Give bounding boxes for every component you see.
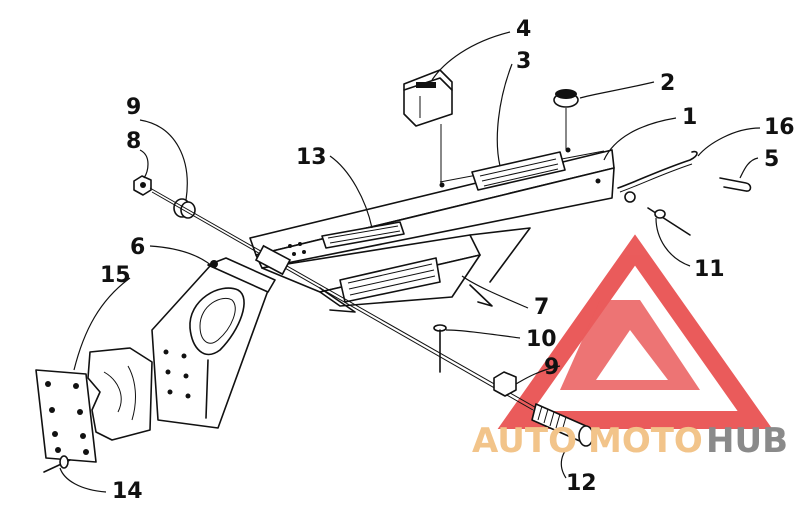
callout-5: 5 — [764, 147, 779, 172]
grommet-part-2 — [553, 89, 579, 150]
callout-11: 11 — [694, 257, 725, 282]
hinge-bracket-part-6 — [151, 257, 276, 429]
nut-part-8 — [133, 175, 152, 196]
wire-part-16 — [617, 150, 698, 203]
rivet-part-10 — [433, 324, 447, 373]
watermark-text: AUTO MOTO HUB — [472, 421, 788, 461]
callout-9-lower: 9 — [544, 355, 559, 380]
callout-9-upper: 9 — [126, 95, 141, 120]
washer-part-9-lower — [493, 371, 517, 397]
watermark-hub: HUB — [706, 421, 788, 461]
callout-3: 3 — [516, 49, 531, 74]
callout-2: 2 — [660, 71, 675, 96]
clip-part-4 — [403, 69, 453, 185]
leader-lines — [59, 31, 761, 493]
callout-4: 4 — [516, 17, 531, 42]
gasket-part-15 — [87, 347, 153, 441]
callout-8: 8 — [126, 129, 141, 154]
shaft-rod — [149, 187, 541, 415]
callout-labels: 4 3 2 1 16 5 11 7 10 9 12 9 8 13 6 15 14 — [100, 17, 795, 504]
callout-15: 15 — [100, 263, 131, 288]
clip-part-5 — [719, 177, 752, 192]
backing-plate-part-15 — [35, 369, 97, 463]
callout-6: 6 — [130, 235, 145, 260]
callout-13: 13 — [296, 145, 327, 170]
watermark-moto: MOTO — [588, 421, 703, 461]
pin-part-11 — [647, 207, 691, 236]
callout-12: 12 — [566, 471, 597, 496]
rivet-part-14 — [43, 455, 71, 473]
callout-1: 1 — [682, 105, 697, 130]
main-bracket-plate — [249, 147, 615, 313]
callout-14: 14 — [112, 479, 143, 504]
callout-10: 10 — [526, 327, 557, 352]
callout-16: 16 — [764, 115, 795, 140]
watermark-auto: AUTO — [472, 421, 577, 461]
bolt-part-12 — [531, 403, 594, 447]
callout-7: 7 — [534, 295, 549, 320]
watermark-logo — [497, 234, 773, 429]
